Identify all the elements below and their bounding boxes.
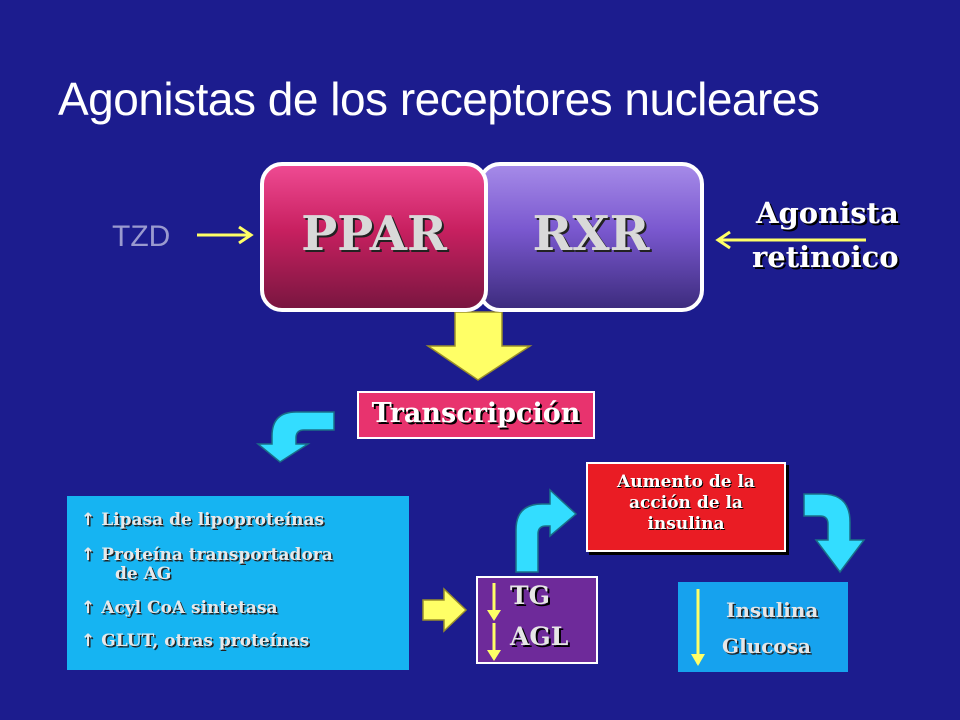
right-block-arrow-icon (422, 587, 468, 633)
tg-label: TG (510, 581, 550, 610)
up-arrow-icon: ↑ (81, 598, 96, 618)
gene-list-box: ↑Lipasa de lipoproteínas ↑Proteína trans… (67, 496, 409, 670)
gene-item: ↑Acyl CoA sintetasa (81, 598, 278, 618)
agonist-arrow-icon (715, 230, 866, 250)
gene-item: ↑Lipasa de lipoproteínas (81, 510, 325, 530)
agonista-label: Agonista (756, 196, 899, 230)
insulin-action-box: Aumento de la acción de la insulina (586, 462, 786, 552)
up-arrow-icon: ↑ (81, 510, 96, 530)
rxr-box: RXR (478, 162, 704, 312)
glucosa-label: Glucosa (722, 634, 811, 658)
up-arrow-icon: ↑ (81, 631, 96, 651)
down-arrow-icon (487, 623, 501, 661)
down-block-arrow-icon (425, 311, 533, 381)
retinoico-label: retinoico (752, 240, 899, 274)
lipid-box: TG AGL (476, 576, 598, 664)
curved-arrow-down-icon (803, 493, 866, 574)
ppar-box: PPAR (260, 162, 488, 312)
gene-item: ↑GLUT, otras proteínas (81, 631, 310, 651)
up-arrow-icon: ↑ (81, 545, 96, 565)
insulina-label: Insulina (726, 598, 819, 622)
agl-label: AGL (510, 622, 569, 651)
down-arrow-icon (691, 589, 705, 666)
curved-arrow-up-right-icon (515, 488, 578, 573)
down-arrow-icon (487, 583, 501, 621)
tzd-arrow-icon (197, 225, 254, 245)
tzd-label: TZD (112, 220, 171, 253)
slide-title: Agonistas de los receptores nucleares (58, 73, 820, 125)
curved-arrow-down-left-icon (255, 411, 335, 463)
outcome-box: Insulina Glucosa (678, 582, 848, 672)
gene-item: ↑Proteína transportadora de AG (81, 545, 333, 584)
transcription-box: Transcripción (357, 391, 595, 439)
